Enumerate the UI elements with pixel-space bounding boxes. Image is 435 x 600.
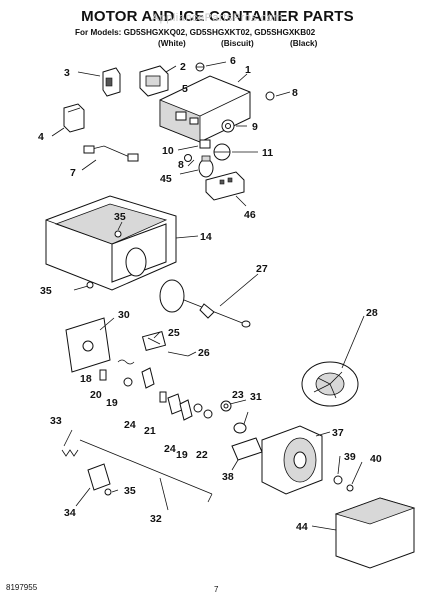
color-black-label: (Black): [290, 39, 318, 48]
part-26-pin: [167, 351, 189, 357]
part-20-spring: [117, 359, 135, 365]
page-number: 7: [214, 585, 219, 594]
callout-20: 20: [90, 389, 102, 401]
callout-33: 33: [50, 415, 62, 427]
part-3-bracket: [102, 67, 121, 97]
callout-11: 11: [262, 147, 273, 159]
callout-35-left: 35: [40, 285, 52, 297]
part-35-screw-bottom: [104, 488, 112, 496]
part-39-washer: [333, 475, 343, 485]
callout-4: 4: [38, 131, 44, 143]
callout-35-top: 35: [114, 211, 126, 223]
callout-2: 2: [180, 61, 186, 73]
part-38-motor-bracket: [231, 437, 263, 461]
callout-27: 27: [256, 263, 268, 275]
part-4-clip: [63, 103, 85, 133]
page-title: MOTOR AND ICE CONTAINER PARTS: [81, 8, 354, 25]
part-19-washer-b: [193, 403, 203, 413]
color-white-label: (White): [158, 39, 186, 48]
part-7-harness: [83, 145, 139, 162]
part-32-rod: [79, 439, 213, 503]
callout-25: 25: [168, 327, 180, 339]
part-14-ice-bin-housing: [45, 195, 177, 291]
part-10-spring: [199, 139, 211, 149]
part-37-motor: [261, 425, 323, 495]
callout-10: 10: [162, 145, 174, 157]
part-44-front-cover: [334, 497, 416, 569]
callout-8-upper: 8: [292, 87, 298, 99]
part-8-screw-upper: [265, 91, 275, 101]
color-biscuit-label: (Biscuit): [221, 39, 254, 48]
part-35-screw-top: [114, 230, 122, 238]
callout-8-lower: 8: [178, 159, 184, 171]
part-30-cover-plate: [65, 317, 111, 373]
part-45-bulb: [198, 155, 214, 178]
callout-6: 6: [230, 55, 236, 67]
part-9-nut: [221, 119, 235, 133]
callout-37: 37: [332, 427, 344, 439]
callout-24-a: 24: [124, 419, 136, 431]
callout-14: 14: [200, 231, 212, 243]
document-number: 8197955: [6, 583, 38, 592]
callout-19-b: 19: [176, 449, 188, 461]
part-24-lever-b: [179, 399, 193, 421]
part-40-nut: [346, 484, 354, 492]
callout-46: 46: [244, 209, 256, 221]
part-19-washer-a: [123, 377, 133, 387]
part-8-screw-lower: [184, 154, 192, 162]
part-1-housing: [159, 75, 251, 143]
callout-31: 31: [250, 391, 262, 403]
callout-38: 38: [222, 471, 234, 483]
callout-22: 22: [196, 449, 208, 461]
part-28-fan-blade: [301, 361, 359, 407]
model-list: For Models: GD5SHGXKQ02, GD5SHGXKT02, GD…: [75, 28, 316, 37]
callout-28: 28: [366, 307, 378, 319]
watermark: AppliancePartsPros.com: [151, 12, 284, 24]
callout-18-a: 18: [80, 373, 92, 385]
callout-40: 40: [370, 453, 382, 465]
part-23-washer: [220, 400, 232, 412]
part-46-socket: [205, 171, 245, 201]
callout-26: 26: [198, 347, 210, 359]
callout-3: 3: [64, 67, 70, 79]
part-6-screw: [195, 62, 205, 72]
part-25-gear: [141, 331, 167, 351]
part-11-cam: [213, 143, 231, 161]
leader-lines: [51, 61, 365, 531]
callout-39: 39: [344, 451, 356, 463]
callout-23: 23: [232, 389, 244, 401]
part-33-spring: [61, 449, 79, 457]
part-31-bearing: [233, 422, 247, 434]
part-24-lever-a: [141, 367, 155, 389]
part-27-auger: [159, 279, 251, 328]
callout-21: 21: [144, 425, 156, 437]
callout-45: 45: [160, 173, 172, 185]
callout-32: 32: [150, 513, 162, 525]
part-35-screw-left: [73, 281, 94, 291]
part-22-nut: [203, 409, 213, 419]
part-34-clip: [87, 463, 111, 491]
callout-labels: 1 2 3 4 5 6 7 8 8 9 10 11 45 46 35 14 27…: [38, 55, 382, 533]
callout-30: 30: [118, 309, 130, 321]
callout-44: 44: [296, 521, 308, 533]
callout-34: 34: [64, 507, 76, 519]
callout-19-a: 19: [106, 397, 118, 409]
part-18-clip-a: [99, 369, 107, 381]
callout-1: 1: [245, 64, 251, 76]
callout-5: 5: [182, 83, 188, 95]
part-18-clip-b: [159, 391, 167, 403]
callout-7: 7: [70, 167, 76, 179]
part-2-switch: [139, 65, 169, 97]
callout-35-bottom: 35: [124, 485, 136, 497]
callout-9: 9: [252, 121, 258, 133]
callout-24-b: 24: [164, 443, 176, 455]
